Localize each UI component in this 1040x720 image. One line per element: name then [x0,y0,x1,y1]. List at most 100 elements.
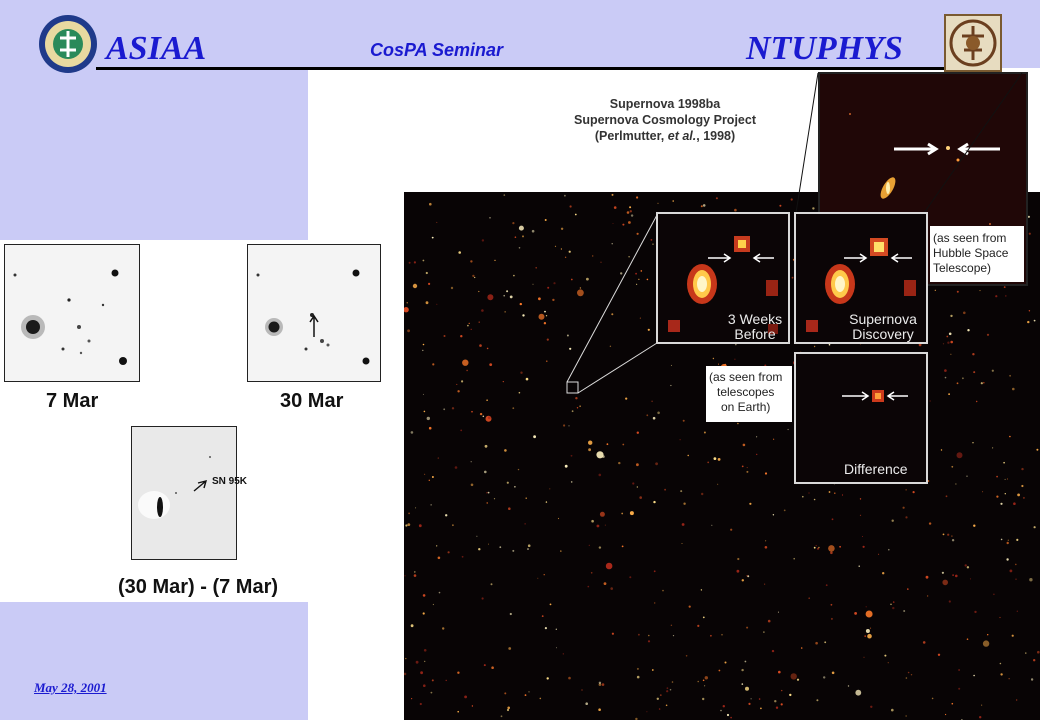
sky-star [479,412,483,416]
sky-star [834,492,836,494]
sky-star [628,221,631,224]
sky-star [636,283,638,285]
sky-star [704,676,708,680]
sky-star [956,452,963,459]
sky-star [982,491,984,493]
inset-discovery-line-2: Discovery [852,326,914,342]
sky-star [437,556,441,560]
sky-star [437,457,439,459]
sky-star [681,543,683,544]
sky-star [947,341,950,344]
sky-star [543,574,545,576]
sky-star [599,511,605,517]
sky-star [406,302,408,304]
sky-star [907,671,910,674]
sky-star [566,334,569,337]
sky-star [870,705,873,708]
sky-star [1027,320,1030,324]
sky-star [532,283,534,285]
sky-star [478,321,480,323]
sky-star [603,582,607,585]
sky-star [697,624,700,627]
sky-star [476,535,478,537]
sky-star [460,429,463,432]
sky-star [506,708,510,712]
sky-star [466,369,468,372]
sky-star [742,443,746,447]
sky-star [604,524,606,526]
sky-star [452,524,454,527]
sky-star [999,616,1001,619]
sky-star [815,641,818,645]
sky-star [1029,578,1033,582]
sky-star [405,524,408,527]
sky-star [414,571,416,573]
sky-star [596,451,604,459]
sky-star [1021,484,1024,488]
caption-7-mar: 7 Mar [46,390,99,412]
sky-star [1027,215,1030,218]
sky-star [423,649,427,652]
sky-star [724,661,727,664]
sky-star [598,708,601,711]
sky-star [736,569,740,573]
sky-star [425,301,429,305]
sky-star [746,467,748,469]
sky-star [828,343,831,346]
sky-star [438,591,441,594]
sky-star [537,577,539,579]
sky-star [903,610,906,612]
zoom-lines [566,72,1023,394]
sky-star [621,545,624,548]
sky-star [557,517,560,520]
sky-star [956,382,959,385]
sky-star [790,673,797,680]
sky-star [1007,539,1009,541]
sky-star [702,697,705,701]
sky-star [726,713,730,717]
sky-star [461,380,464,383]
sky-star [579,287,582,289]
sky-star [407,329,410,333]
sky-star [823,676,826,679]
sky-star [783,509,786,512]
sky-star [666,690,669,693]
sky-star [512,549,515,552]
sky-star [450,286,454,290]
presentation-date[interactable]: May 28, 2001 [34,680,107,695]
sky-star [620,272,623,275]
sky-star [546,360,548,362]
sky-star [944,376,947,379]
sky-star [502,381,504,383]
sky-star [963,311,966,315]
sky-star [1011,634,1014,637]
sky-star [504,311,506,313]
sky-star [636,232,639,235]
sky-star [942,579,948,586]
sky-star [991,369,994,372]
sky-star [457,710,459,713]
sky-star [993,593,995,596]
sky-star [1016,538,1019,541]
sky-star [1028,310,1031,312]
sky-star [922,641,926,644]
sky-star [500,715,503,718]
sky-star [951,702,954,705]
sky-star [470,328,472,330]
sky-star [764,546,768,549]
image-difference [131,426,240,560]
sky-star [486,502,488,504]
sky-star [611,632,614,635]
sky-star [629,206,632,209]
sky-star [717,483,719,485]
sky-star [972,442,974,444]
sky-star [636,196,639,199]
sky-star [622,443,625,446]
sky-star [454,466,458,469]
sky-star [436,545,438,547]
sky-star [865,606,867,608]
sky-star [560,550,562,552]
sky-star [581,689,583,691]
header-background-band [0,0,1040,68]
sky-star [612,223,614,224]
